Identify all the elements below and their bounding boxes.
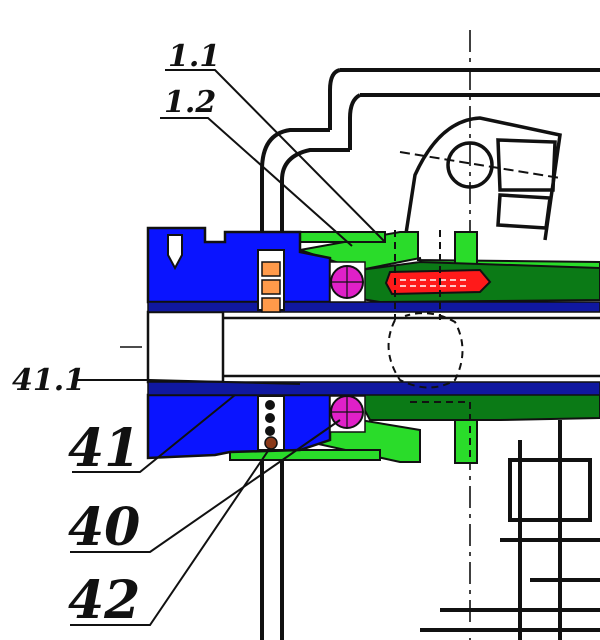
callout-41-1: 41.1 xyxy=(12,363,85,398)
shaft xyxy=(146,310,600,384)
callout-40: 40 xyxy=(68,497,140,558)
bushing-41-1 xyxy=(147,301,600,396)
callout-1-1: 1.1 xyxy=(168,39,220,74)
spring-stack xyxy=(257,249,285,451)
leader-lines xyxy=(70,69,386,626)
red-pin xyxy=(384,268,492,296)
callout-42: 42 xyxy=(68,570,140,631)
detent-balls xyxy=(329,261,366,433)
callout-1-2: 1.2 xyxy=(164,85,216,120)
callout-41: 41 xyxy=(68,418,140,479)
housing-outline xyxy=(260,68,600,640)
hidden-detail xyxy=(387,230,471,460)
shift-fork-lever xyxy=(399,116,562,241)
